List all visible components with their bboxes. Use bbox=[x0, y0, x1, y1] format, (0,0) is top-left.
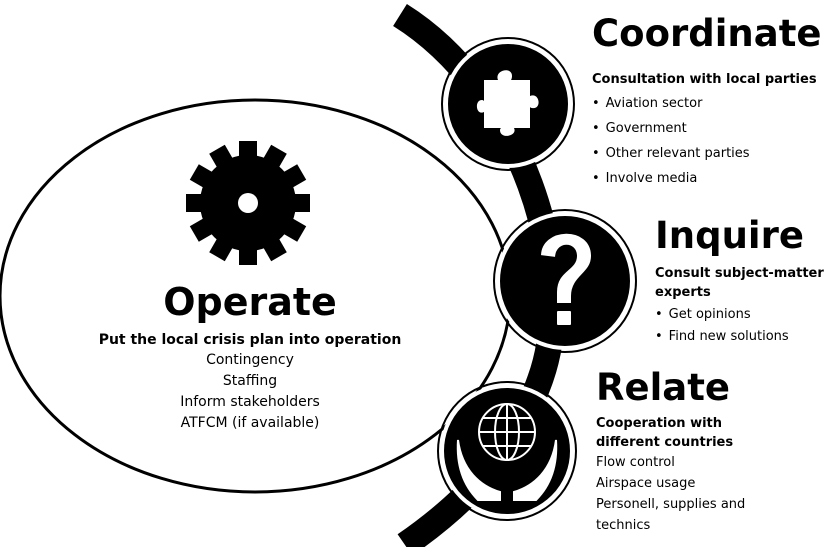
relate-subtitle-line1: Cooperation with bbox=[596, 416, 723, 431]
relate-title: Relate bbox=[596, 366, 731, 409]
inquire-subtitle-line1: Consult subject-matter bbox=[655, 266, 824, 281]
coordinate-item: Aviation sector bbox=[592, 91, 827, 116]
operate-item: Inform stakeholders bbox=[180, 394, 320, 410]
relate-text-block: Relate Cooperation with different countr… bbox=[596, 366, 828, 536]
globe-in-hands-icon bbox=[456, 403, 558, 501]
operate-subtitle: Put the local crisis plan into operation bbox=[98, 332, 402, 348]
relate-line: Personell, supplies and bbox=[596, 497, 746, 512]
relate-line: Airspace usage bbox=[596, 476, 696, 491]
operate-item: ATFCM (if available) bbox=[180, 415, 320, 431]
coordinate-item: Government bbox=[592, 116, 827, 141]
relate-subtitle-line2: different countries bbox=[596, 435, 734, 450]
operate-item: Contingency bbox=[206, 352, 294, 368]
coordinate-list: Aviation sector Government Other relevan… bbox=[592, 91, 827, 191]
inquire-item: Get opinions bbox=[655, 304, 827, 326]
relate-line: Flow control bbox=[596, 455, 675, 470]
inquire-subtitle-line2: experts bbox=[655, 285, 711, 300]
coordinate-circle bbox=[441, 37, 575, 171]
inquire-item: Find new solutions bbox=[655, 326, 827, 348]
operate-text-block: Operate Put the local crisis plan into o… bbox=[60, 280, 440, 434]
coordinate-item: Involve media bbox=[592, 166, 827, 191]
operate-title: Operate bbox=[163, 280, 337, 324]
coordinate-title: Coordinate bbox=[592, 12, 822, 55]
puzzle-piece-icon bbox=[476, 70, 539, 136]
inquire-circle bbox=[493, 209, 637, 353]
inquire-list: Get opinions Find new solutions bbox=[655, 304, 827, 348]
coordinate-item: Other relevant parties bbox=[592, 141, 827, 166]
operate-item: Staffing bbox=[222, 373, 278, 389]
relate-lines: Flow control Airspace usage Personell, s… bbox=[596, 452, 828, 536]
inquire-text-block: Inquire Consult subject-matter experts G… bbox=[655, 214, 827, 348]
question-mark-icon bbox=[538, 231, 594, 327]
relate-line: technics bbox=[596, 518, 651, 533]
gear-icon bbox=[186, 141, 310, 265]
inquire-title: Inquire bbox=[655, 214, 804, 257]
coordinate-subtitle: Consultation with local parties bbox=[592, 72, 817, 87]
relate-circle bbox=[437, 381, 577, 521]
coordinate-text-block: Coordinate Consultation with local parti… bbox=[592, 12, 827, 191]
